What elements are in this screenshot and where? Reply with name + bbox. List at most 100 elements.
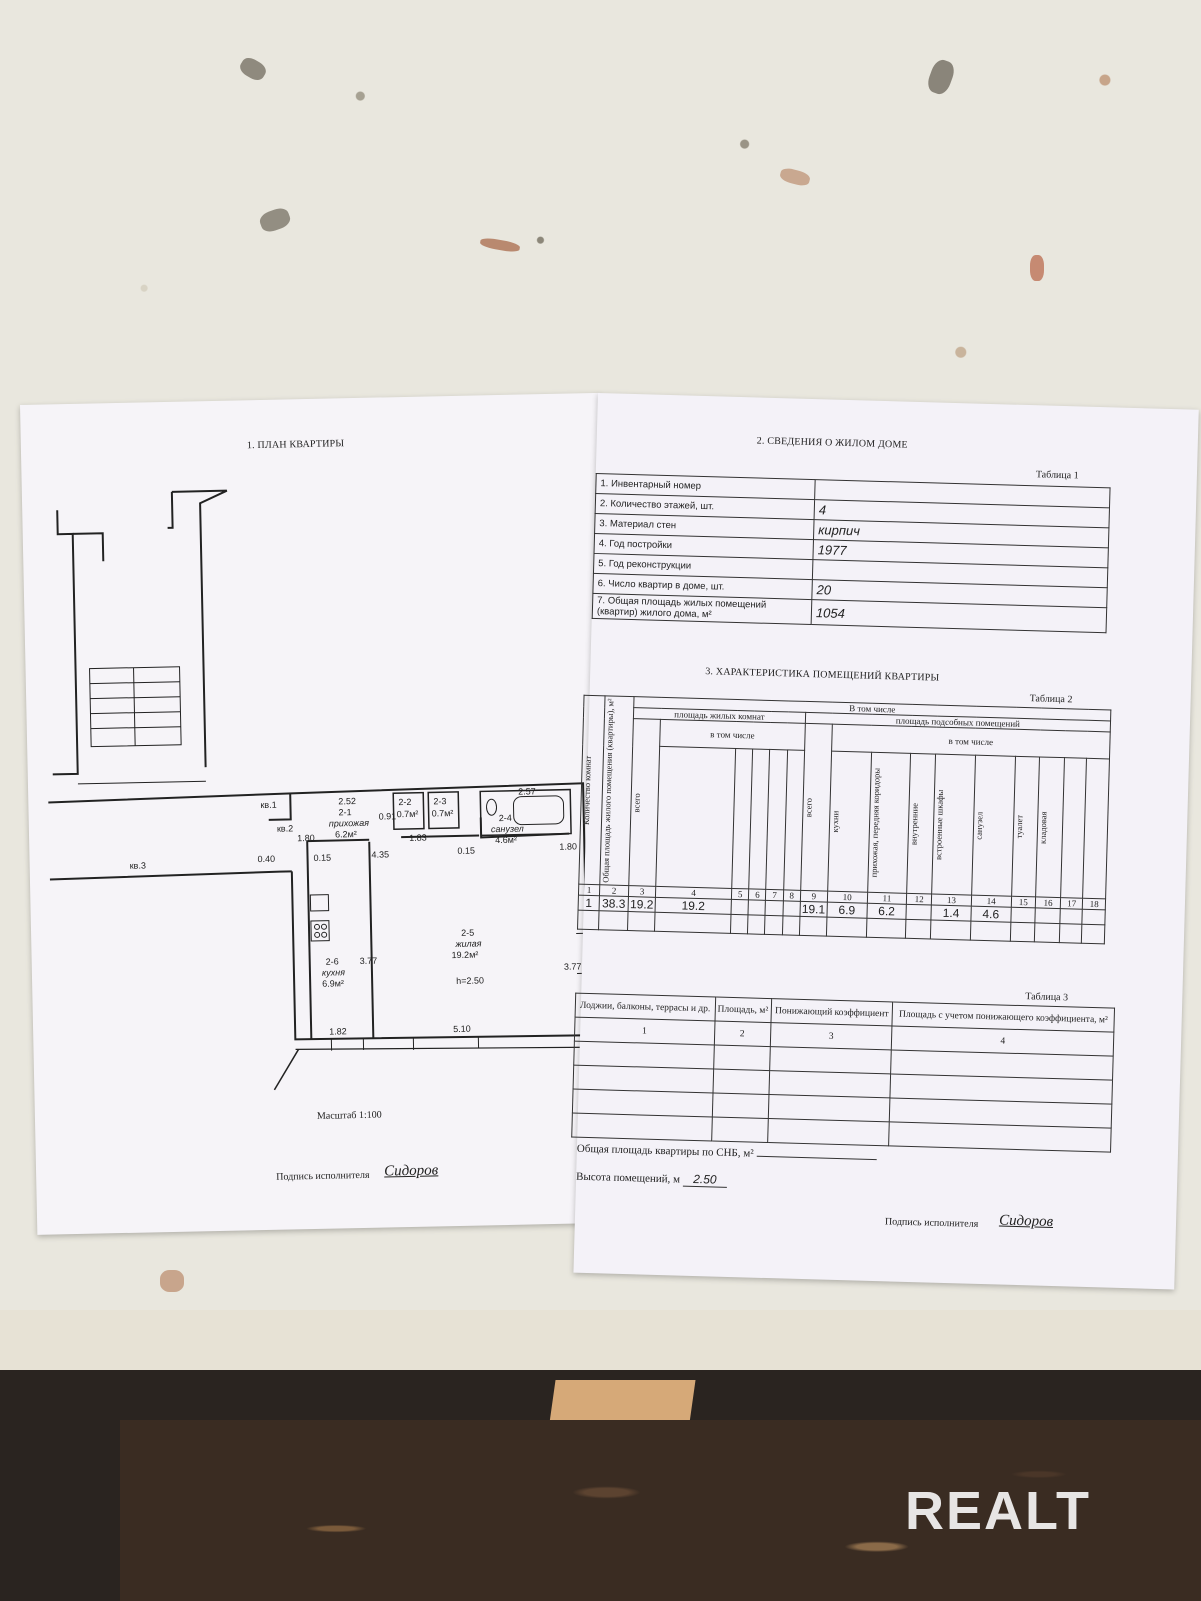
total-area-blank [756, 1155, 877, 1161]
dim-3-77-left: 3.77 [360, 956, 378, 966]
room-2-1-area: 6.2м² [335, 829, 357, 839]
room-2-2-area: 0.7м² [397, 809, 419, 819]
room-2-5-id: 2-5 [461, 928, 474, 938]
speckle [237, 54, 269, 84]
col-number: 8 [782, 890, 801, 902]
empty-cell [627, 911, 656, 932]
empty-cell [930, 920, 971, 941]
dim-1-82: 1.82 [329, 1026, 347, 1036]
signature: Сидоров [383, 1162, 439, 1180]
table3-number: 3 [769, 1022, 893, 1050]
empty-cell [730, 914, 749, 935]
col-aux-all: всего [803, 797, 814, 817]
room-2-4-name: санузел [491, 824, 524, 835]
aux-col-header: внутренние [908, 802, 921, 845]
room-2-5-name: жилая [454, 938, 481, 949]
height-value: 2.50 [682, 1171, 728, 1188]
col-number: 9 [800, 890, 828, 903]
section3-title: 3. ХАРАКТЕРИСТИКА ПОМЕЩЕНИЙ КВАРТИРЫ [705, 666, 940, 684]
room-2-3-area: 0.7м² [432, 808, 454, 818]
table1-caption: Таблица 1 [1035, 469, 1079, 482]
height-label: Высота помещений, м [575, 1170, 681, 1186]
col-number: 17 [1060, 897, 1084, 910]
watermark-logo: REALT [905, 1481, 1091, 1541]
table3-number: 2 [713, 1020, 771, 1047]
empty-cell [782, 916, 800, 936]
col-living-all: всего [631, 792, 642, 813]
room-2-5-area: 19.2м² [452, 950, 479, 961]
speckle [257, 205, 293, 235]
dim-1-80-right: 1.80 [559, 841, 577, 851]
aux-col-header: прихожая, передняя коридоры [868, 767, 882, 878]
data-cell [1059, 908, 1083, 925]
scale-label: Масштаб 1:100 [316, 1109, 382, 1122]
data-cell: 4.6 [970, 906, 1011, 923]
data-cell [765, 900, 783, 917]
aux-col-header: санузел [973, 811, 985, 840]
data-cell: 6.2 [866, 903, 907, 920]
data-cell [782, 901, 801, 917]
table2: Количество комнат Общая площадь жилого п… [577, 695, 1111, 945]
table3-header: Площадь, м² [714, 997, 772, 1023]
data-cell: 19.1 [799, 901, 828, 918]
aux-sub-col [1083, 758, 1110, 900]
dim-0-15-a: 0.15 [313, 853, 331, 863]
aux-col-header: туалет [1013, 814, 1024, 839]
empty-cell [747, 915, 766, 935]
data-cell [1010, 907, 1036, 924]
empty-cell [799, 916, 827, 937]
room-2-5-height: h=2.50 [456, 975, 484, 986]
data-cell [748, 900, 766, 916]
table3: Лоджии, балконы, террасы и др.Площадь, м… [571, 993, 1115, 1153]
dim-2-52: 2.52 [338, 796, 356, 806]
dim-0-40: 0.40 [257, 854, 275, 864]
living-sub-col [655, 746, 736, 889]
data-cell: 19.2 [628, 896, 656, 913]
speckle [924, 57, 958, 97]
right-page: 2. СВЕДЕНИЯ О ЖИЛОМ ДОМЕ Таблица 1 1. Ин… [571, 393, 1199, 1290]
room-2-4-area: 4.6м² [495, 835, 517, 845]
aux-col-header: встроенные шкафы [933, 789, 946, 860]
empty-cell [654, 912, 732, 934]
dim-1-83: 1.83 [409, 833, 427, 843]
signature-right: Сидоров [998, 1212, 1054, 1231]
data-cell [731, 899, 749, 916]
room-2-6-id: 2-6 [326, 956, 339, 966]
empty-cell [598, 911, 629, 931]
total-area-text: Общая площадь квартиры по СНБ, м² [576, 1142, 754, 1160]
section2-title: 2. СВЕДЕНИЯ О ЖИЛОМ ДОМЕ [756, 435, 908, 451]
empty-cell [1081, 924, 1105, 945]
dim-5-10: 5.10 [453, 1024, 471, 1034]
col-number: 6 [748, 889, 767, 901]
col-number: 5 [731, 888, 749, 901]
label-kv1: кв.1 [260, 800, 276, 810]
table1-label: 7. Общая площадь жилых помещений (кварти… [592, 593, 812, 625]
room-2-4-id: 2-4 [499, 813, 512, 823]
dim-4-35: 4.35 [371, 849, 389, 859]
table3-header: Понижающий коэффициент [770, 998, 894, 1026]
data-cell: 6.9 [826, 902, 867, 919]
dim-0-15-b: 0.15 [457, 846, 475, 856]
col-number: 18 [1082, 898, 1106, 911]
left-page: 1. ПЛАН КВАРТИРЫ [20, 392, 618, 1235]
data-cell [906, 904, 932, 921]
label-kv2: кв.2 [277, 823, 293, 833]
col-number: 16 [1035, 897, 1061, 909]
speckle [160, 1270, 184, 1292]
col-number: 7 [765, 889, 784, 902]
room-2-6-area: 6.9м² [322, 978, 344, 988]
empty-cell [577, 910, 600, 931]
dim-3-77-right: 3.77 [564, 961, 582, 971]
room-2-6-name: кухня [322, 967, 345, 977]
col-number: 2 [599, 885, 629, 897]
speckle [479, 236, 521, 254]
empty-cell [970, 921, 1011, 942]
data-cell: 1 [578, 895, 600, 912]
speckle [1030, 255, 1044, 281]
col-number: 12 [906, 893, 932, 906]
signature-label-right: Подпись исполнителя [884, 1216, 979, 1230]
incl-living: в том числе [659, 719, 806, 751]
empty-cell [764, 915, 783, 936]
dim-0-91: 0.91 [379, 811, 397, 821]
